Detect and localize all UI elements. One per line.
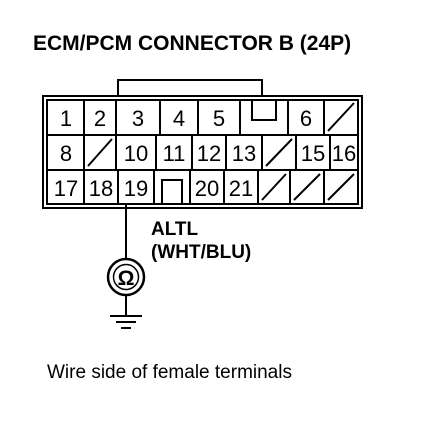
- diagram-title: ECM/PCM CONNECTOR B (24P): [33, 32, 351, 55]
- unused-cavity: [327, 102, 355, 132]
- connector-row-3: [83, 170, 355, 204]
- unused-cavity: [327, 173, 355, 201]
- unused-cavity: [261, 173, 287, 201]
- key-slot: [251, 100, 277, 121]
- pin-label: 21: [229, 176, 253, 201]
- ohm-symbol: Ω: [118, 267, 135, 290]
- pin-labels: 1 2 3 4 5 6 8 10 11 12 13 15 16 17 18 19…: [54, 106, 356, 201]
- unused-cavity: [265, 138, 293, 167]
- ohmmeter-icon: Ω: [106, 257, 146, 297]
- pin-label: 18: [89, 176, 113, 201]
- pin-label: 5: [213, 106, 225, 131]
- pin-label: 15: [301, 141, 325, 166]
- pin-label: 17: [54, 176, 78, 201]
- pin-label: 16: [332, 141, 356, 166]
- diagram-caption: Wire side of female terminals: [47, 362, 292, 383]
- pin-label: 19: [124, 176, 148, 201]
- unused-cavity: [87, 138, 113, 167]
- pin-label: 10: [124, 141, 148, 166]
- pin-label: 2: [94, 106, 106, 131]
- pin-label: 4: [173, 106, 185, 131]
- pin-label: 1: [60, 106, 72, 131]
- pin-label: 12: [197, 141, 221, 166]
- unused-cavity: [293, 173, 321, 201]
- connector-housing: [42, 79, 363, 209]
- pin-label: 13: [232, 141, 256, 166]
- pin-label: 3: [132, 106, 144, 131]
- pin-label: 11: [163, 141, 186, 166]
- ground-icon: [110, 315, 142, 329]
- pin-label: 6: [300, 106, 312, 131]
- pin-label: 8: [60, 141, 72, 166]
- pin-label: 20: [195, 176, 219, 201]
- signal-name: ALTL: [151, 219, 199, 240]
- connector-row-1: [83, 100, 355, 135]
- key-slot: [161, 179, 183, 204]
- connector-row-2: [83, 135, 331, 170]
- wire-color: (WHT/BLU): [151, 242, 251, 263]
